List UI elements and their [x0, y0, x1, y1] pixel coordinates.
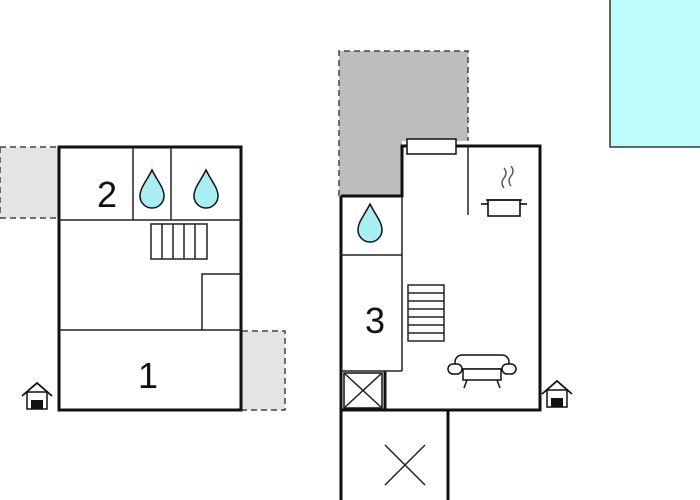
room-number-3: 3 [365, 300, 385, 341]
building-left-walls [57, 145, 243, 412]
cooking-pot-icon [481, 165, 527, 217]
entrance-house-icon [541, 379, 573, 408]
window-counter [406, 138, 457, 155]
building-right-walls [341, 144, 542, 412]
sofa-icon [447, 354, 517, 389]
stairs-icon [407, 284, 445, 342]
void-cross-icon [343, 372, 383, 409]
terrace-left [0, 146, 58, 219]
water-drop-icon [139, 168, 165, 209]
pool [609, 0, 700, 148]
room-number-1: 1 [138, 355, 158, 396]
terrace-right-lower [242, 330, 286, 411]
water-drop-icon [193, 168, 219, 209]
lower-extension [339, 410, 450, 500]
entrance-house-icon [21, 381, 53, 410]
room-number-2: 2 [97, 174, 117, 215]
stairs-icon [150, 223, 208, 260]
water-drop-icon [357, 202, 383, 243]
covered-area [338, 50, 469, 196]
